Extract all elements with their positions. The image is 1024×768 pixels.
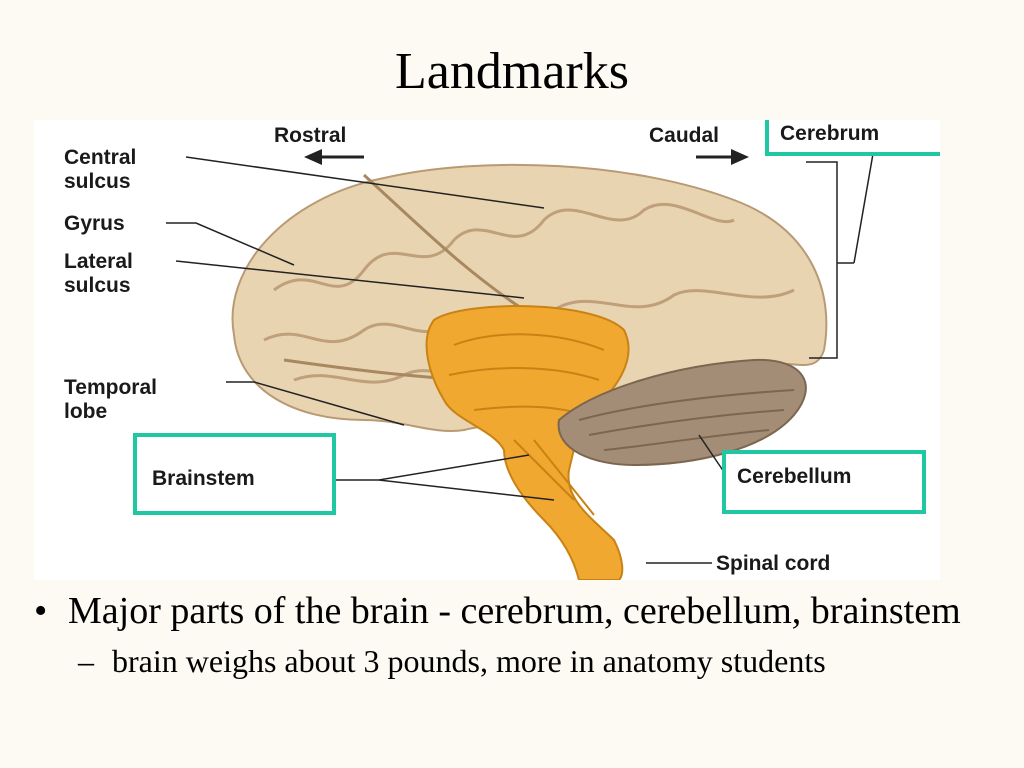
spinal-cord-label: Spinal cord xyxy=(716,552,830,575)
bullet-main-text: Major parts of the brain - cerebrum, cer… xyxy=(68,590,961,632)
caudal-label: Caudal xyxy=(649,124,719,147)
brainstem-shape xyxy=(425,305,630,580)
central-sulcus-label-line2: sulcus xyxy=(64,170,131,193)
bullet-sub-text: brain weighs about 3 pounds, more in ana… xyxy=(112,643,826,679)
brainstem-highlight-box xyxy=(133,433,336,515)
brain-diagram: Rostral Caudal Central sulcus Gyrus Late… xyxy=(34,120,940,580)
temporal-lobe-label-line1: Temporal xyxy=(64,376,157,399)
cerebrum-label: Cerebrum xyxy=(780,122,879,145)
rostral-label: Rostral xyxy=(274,124,346,147)
cerebellum-highlight-box xyxy=(722,450,926,514)
bullet-sub: – brain weighs about 3 pounds, more in a… xyxy=(34,642,1004,680)
leader-lines xyxy=(166,147,875,564)
bullet-main: • Major parts of the brain - cerebrum, c… xyxy=(34,588,1004,634)
brainstem-label: Brainstem xyxy=(152,467,255,490)
dash-symbol: – xyxy=(78,643,94,679)
lateral-sulcus-label-line2: sulcus xyxy=(64,274,131,297)
slide-title: Landmarks xyxy=(395,43,629,100)
lateral-sulcus-label-line1: Lateral xyxy=(64,250,133,273)
bullet-symbol: • xyxy=(34,590,48,632)
rostral-arrow xyxy=(304,149,364,165)
cerebellum-shape xyxy=(557,358,807,467)
central-sulcus-label-line1: Central xyxy=(64,146,136,169)
caudal-arrow xyxy=(696,149,749,165)
gyrus-label: Gyrus xyxy=(64,212,125,235)
temporal-lobe-label-line2: lobe xyxy=(64,400,107,423)
cerebrum-highlight-box xyxy=(765,120,940,156)
cerebellum-label: Cerebellum xyxy=(737,465,851,488)
bullet-list: • Major parts of the brain - cerebrum, c… xyxy=(34,588,1004,680)
